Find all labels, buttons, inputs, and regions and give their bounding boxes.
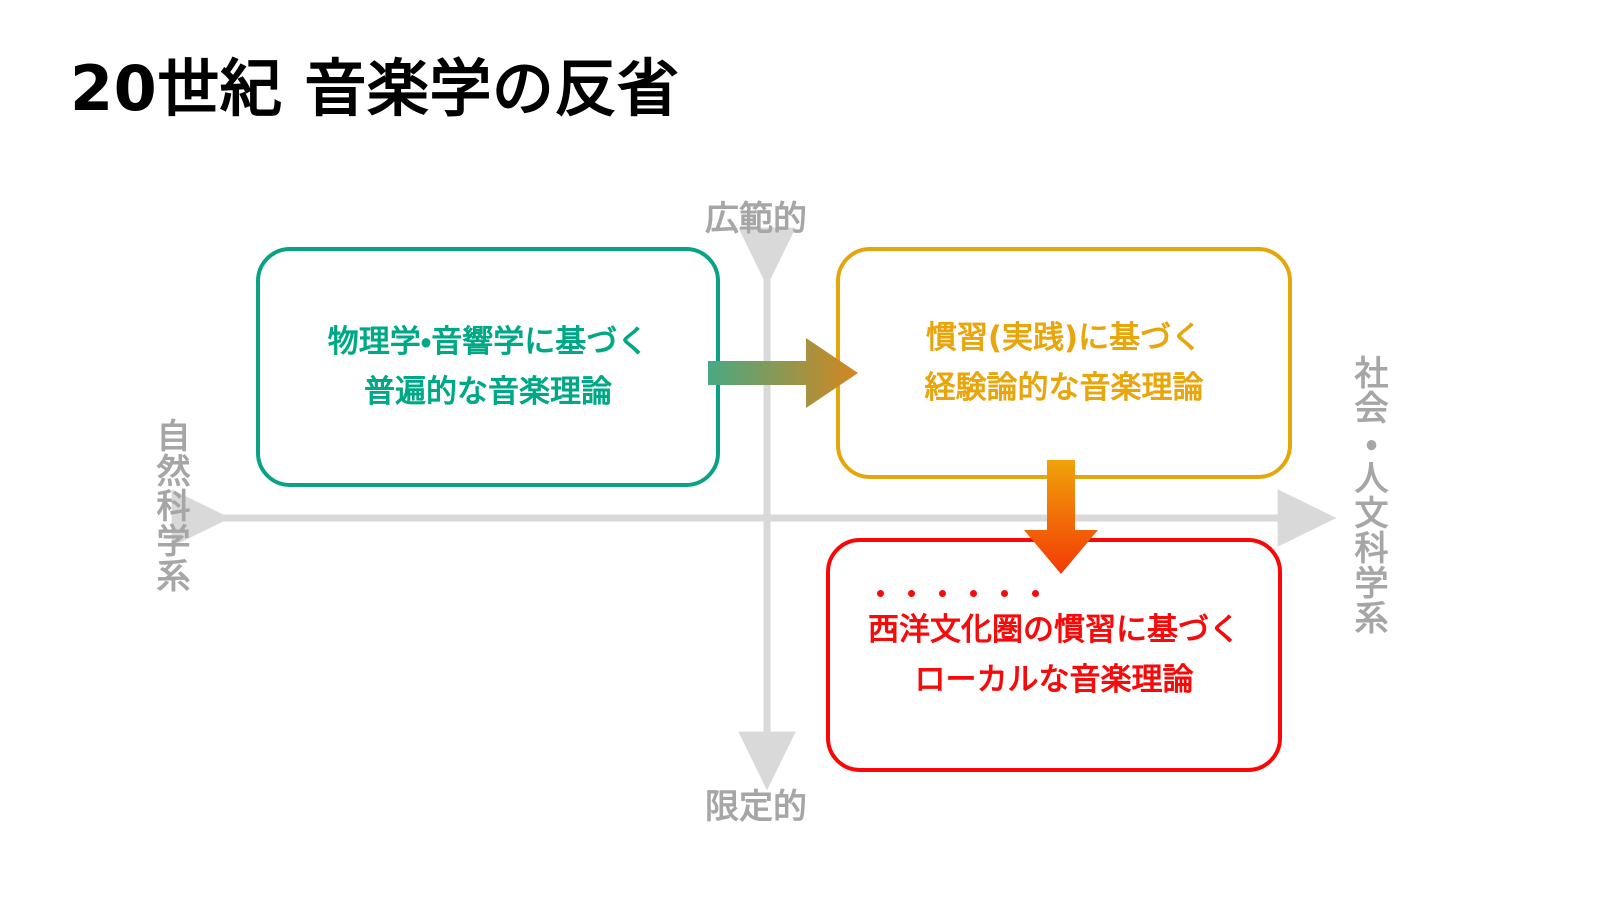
- page-title: 20世紀 音楽学の反省: [70, 52, 680, 125]
- box-green-line2: 普遍的な音楽理論: [363, 374, 612, 410]
- box-orange-line2: 経験論的な音楽理論: [924, 370, 1204, 406]
- emphasis-dot: [989, 590, 1020, 597]
- axis-label-limited: 限定的: [705, 787, 807, 827]
- emphasis-dot: [896, 590, 927, 597]
- box-green-text: 物理学・音響学に基づく 普遍的な音楽理論: [328, 317, 649, 417]
- emphasis-dot: [1020, 590, 1051, 597]
- box-empirical-theory[interactable]: 慣習(実践)に基づく 経験論的な音楽理論: [836, 247, 1292, 479]
- axis-label-broad: 広範的: [705, 199, 807, 239]
- emphasis-dot: [927, 590, 958, 597]
- box-green-line1: 物理学・音響学に基づく: [327, 323, 649, 360]
- emphasis-dot: [958, 590, 989, 597]
- axis-label-natural-sciences: 自然科学系: [150, 418, 191, 593]
- box-red-line2: ローカルな音楽理論: [914, 662, 1194, 698]
- box-orange-text: 慣習(実践)に基づく 経験論的な音楽理論: [925, 313, 1204, 413]
- box-red-text: 西洋文化圏の慣習に基づく ローカルな音楽理論: [868, 605, 1240, 705]
- box-universal-theory[interactable]: 物理学・音響学に基づく 普遍的な音楽理論: [256, 247, 720, 487]
- emphasis-dots: [734, 590, 1182, 597]
- box-local-theory[interactable]: 西洋文化圏の慣習に基づく ローカルな音楽理論: [826, 538, 1282, 772]
- box-orange-line1: 慣習(実践)に基づく: [925, 319, 1203, 356]
- box-red-line1: 西洋文化圏の慣習に基づく: [868, 611, 1240, 648]
- axis-label-social-humanities: 社会・人文科学系: [1348, 355, 1389, 635]
- emphasis-dot: [865, 590, 896, 597]
